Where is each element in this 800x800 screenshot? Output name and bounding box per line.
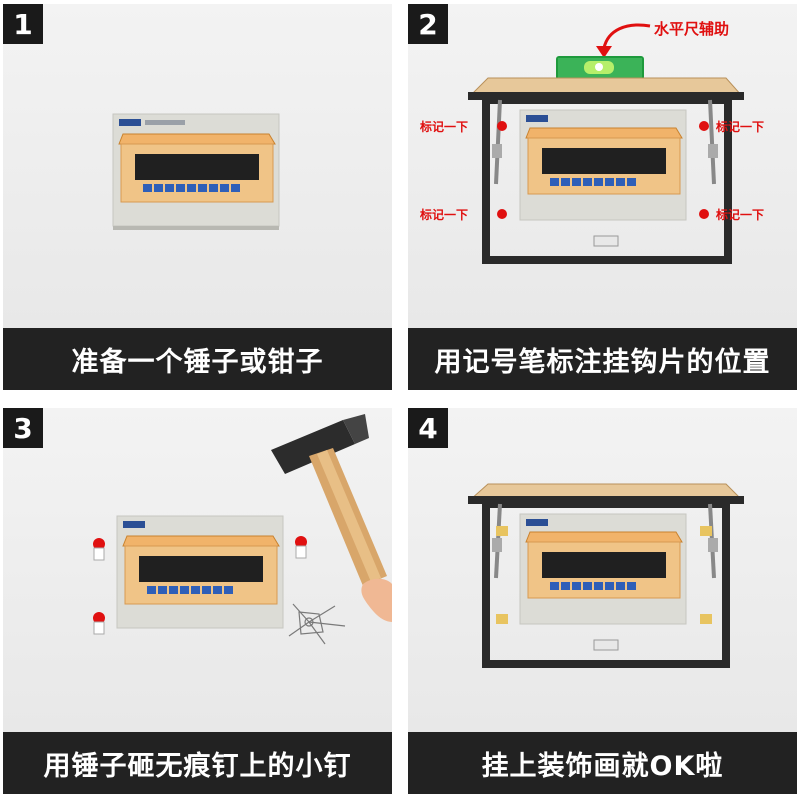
hammering-illustration <box>93 414 392 645</box>
step-number: 1 <box>3 4 43 44</box>
step-caption: 准备一个锤子或钳子 <box>3 328 392 390</box>
distribution-box <box>116 515 284 629</box>
hammer-icon <box>271 414 387 586</box>
mark-dot-icon <box>699 121 709 131</box>
mark-dot-icon <box>699 209 709 219</box>
arrow-head-icon <box>596 46 612 58</box>
distribution-box <box>519 513 687 625</box>
step-caption: 挂上装饰画就OK啦 <box>408 732 797 794</box>
marking-illustration <box>468 23 744 264</box>
spirit-level-icon <box>556 56 644 80</box>
picture-frame <box>468 77 744 264</box>
level-label: 水平尺辅助 <box>654 20 730 38</box>
hook-clip-icon <box>496 526 712 624</box>
step-number: 3 <box>3 408 43 448</box>
step-number: 2 <box>408 4 448 44</box>
step-panel-1: 1 准备一个锤子或钳子 <box>3 4 392 390</box>
mark-label-bottom-right: 标记一下 <box>716 208 765 222</box>
distribution-box <box>112 113 280 230</box>
mark-dot-icon <box>497 209 507 219</box>
crack-icon <box>288 603 346 645</box>
mark-dot-icon <box>497 121 507 131</box>
distribution-box <box>519 109 687 221</box>
hook-icon <box>93 538 105 561</box>
finished-frame-illustration <box>468 483 744 668</box>
step-number: 4 <box>408 408 448 448</box>
mark-label-top-right: 标记一下 <box>716 120 765 134</box>
step-panel-4: 4 <box>408 408 797 794</box>
curved-arrow-icon <box>602 23 651 49</box>
distribution-box-illustration <box>112 113 280 230</box>
step-caption: 用锤子砸无痕钉上的小钉 <box>3 732 392 794</box>
mark-label-top-left: 标记一下 <box>420 120 469 134</box>
hand-icon <box>361 578 392 622</box>
step-caption: 用记号笔标注挂钩片的位置 <box>408 328 797 390</box>
hook-icon <box>93 612 105 635</box>
picture-frame <box>468 483 744 668</box>
step-panel-3: 3 <box>3 408 392 794</box>
hook-icon <box>295 536 307 559</box>
mark-label-bottom-left: 标记一下 <box>420 208 469 222</box>
step-panel-2: 2 <box>408 4 797 390</box>
